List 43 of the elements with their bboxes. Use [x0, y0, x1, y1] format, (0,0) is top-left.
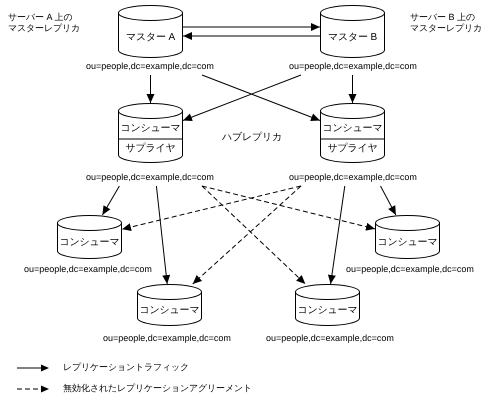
arrow	[380, 186, 396, 216]
node-label: マスター B	[326, 32, 378, 44]
arrow	[182, 74, 302, 121]
dn-label: ou=people,dc=example,dc=com	[266, 333, 394, 344]
arrow	[156, 186, 170, 284]
arrow	[146, 74, 154, 104]
dn-label: ou=people,dc=example,dc=com	[86, 61, 214, 72]
node-label: コンシューマ	[138, 305, 200, 317]
dashed-arrow	[122, 186, 302, 231]
arrow	[348, 74, 356, 104]
arrow	[202, 74, 320, 121]
database-cylinder	[137, 284, 202, 326]
database-cylinder	[320, 103, 385, 163]
node-label: サプライヤ	[326, 143, 378, 155]
node-label: コンシューマ	[322, 123, 384, 135]
arrow	[182, 23, 320, 31]
database-cylinder	[118, 103, 183, 163]
server-caption: サーバー A 上のマスターレプリカ	[8, 12, 81, 34]
node-label: コンシューマ	[296, 305, 358, 317]
database-cylinder	[320, 5, 385, 58]
dn-label: ou=people,dc=example,dc=com	[289, 61, 417, 72]
dn-label: ou=people,dc=example,dc=com	[289, 172, 417, 183]
dn-label: ou=people,dc=example,dc=com	[103, 333, 231, 344]
node-label: マスター A	[124, 32, 176, 44]
node-label: コンシューマ	[376, 237, 438, 249]
legend-text: レプリケーショントラフィック	[63, 361, 189, 374]
database-cylinder	[295, 284, 360, 326]
arrow	[182, 32, 320, 40]
dn-label: ou=people,dc=example,dc=com	[346, 264, 474, 275]
database-cylinder	[118, 5, 183, 58]
database-cylinder	[57, 215, 122, 259]
server-caption: サーバー B 上のマスターレプリカ	[410, 12, 483, 34]
dn-label: ou=people,dc=example,dc=com	[86, 172, 214, 183]
arrow	[102, 186, 120, 216]
hub-label: ハブレプリカ	[222, 130, 282, 144]
dashed-arrow	[202, 186, 376, 231]
arrow	[328, 186, 346, 284]
node-label: コンシューマ	[58, 237, 120, 249]
legend-text: 無効化されたレプリケーションアグリーメント	[63, 382, 252, 395]
dn-label: ou=people,dc=example,dc=com	[24, 264, 152, 275]
database-cylinder	[375, 215, 440, 259]
node-label: サプライヤ	[124, 143, 176, 155]
node-label: コンシューマ	[120, 123, 182, 135]
